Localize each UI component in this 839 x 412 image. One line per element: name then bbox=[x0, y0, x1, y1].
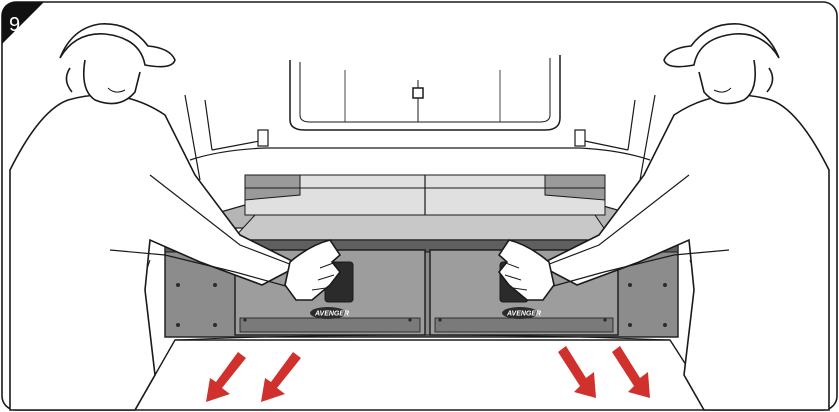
cap-right bbox=[663, 23, 780, 68]
arrow-3 bbox=[558, 346, 596, 398]
cap-left bbox=[59, 23, 176, 68]
hand-left bbox=[284, 239, 342, 301]
step-badge: 9 bbox=[2, 2, 44, 44]
arrow-4 bbox=[612, 346, 650, 398]
head-right bbox=[698, 59, 757, 105]
canopy-sides bbox=[184, 94, 656, 181]
hand-right bbox=[497, 239, 555, 301]
head-left bbox=[82, 59, 141, 105]
drawer-logo-right: AVENGER bbox=[506, 311, 541, 318]
arrow-2 bbox=[261, 352, 301, 402]
pull-arrows bbox=[206, 346, 650, 402]
drawer-logo-left: AVENGER bbox=[314, 311, 349, 318]
person-right bbox=[497, 23, 830, 411]
canopy-window bbox=[289, 55, 561, 131]
person-left bbox=[9, 23, 342, 411]
step-number: 9 bbox=[9, 14, 20, 36]
ute-tub bbox=[164, 174, 681, 245]
logo-badge-right bbox=[502, 307, 538, 319]
logo-badge-left bbox=[310, 307, 346, 319]
arrow-1 bbox=[206, 352, 246, 402]
cabinet-bolts bbox=[176, 283, 667, 327]
